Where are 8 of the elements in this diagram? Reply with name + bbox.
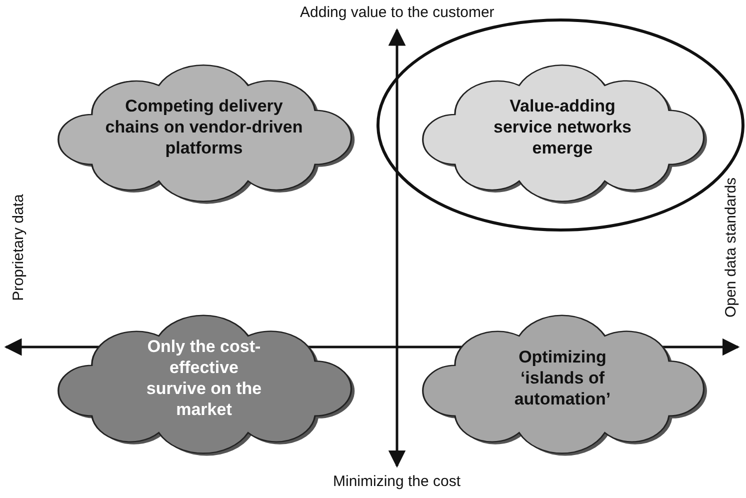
axis-label: Open data standards [722,176,740,318]
axis-label: Minimizing the cost [333,473,461,490]
axis-label: Proprietary data [9,194,26,300]
quadrant-text: Optimizing ‘islands of automation’ [513,346,612,410]
quadrant-text: Competing delivery chains on vendor-driven platforms [104,96,304,158]
quadrant-text: Only the cost-effective survive on the market [145,336,263,420]
quadrant-text: Value-adding service networks emerge [492,96,632,158]
axis-label: Adding value to the customer [300,4,494,21]
